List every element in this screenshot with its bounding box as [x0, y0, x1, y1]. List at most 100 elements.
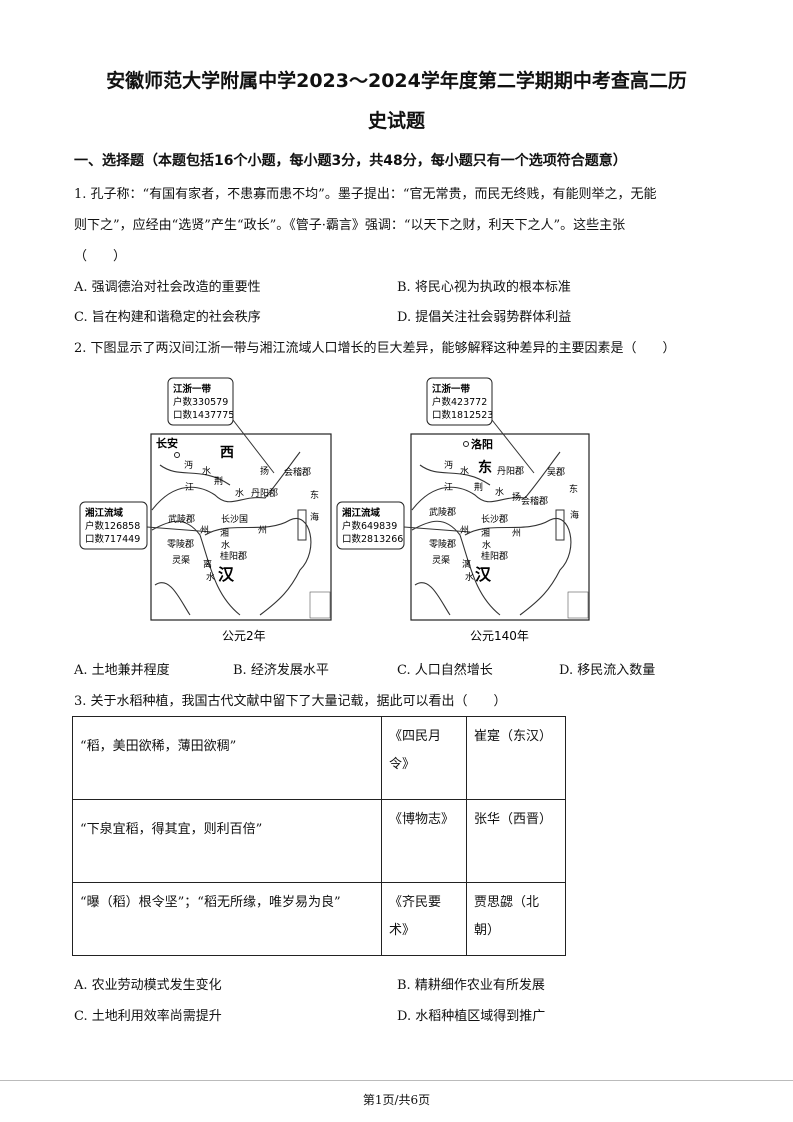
table-cell-source: 《博物志》 [381, 799, 467, 883]
section-heading: 一、选择题（本题包括16个小题，每小题3分，共48分，每小题只有一个选项符合题意… [74, 153, 627, 169]
map-140ad: 江浙一带 户数423772 口数1812523 湘江流域 户数649839 口数… [336, 377, 590, 643]
map1-place: 长沙国 [221, 513, 248, 525]
table-cell-quote: “曝（稻）根令坚”；“稻无所缘，唯岁易为良” [72, 882, 382, 956]
map2-place: 长沙郡 [481, 513, 508, 525]
q1-stem-line1: 1. 孔子称：“有国有家者，不患寡而患不均”。墨子提出：“官无常贵，而民无终贱，… [74, 187, 657, 202]
map2-label: 江 [444, 482, 453, 493]
map2-label: 水 [495, 486, 504, 498]
q2-option-c: C. 人口自然增长 [397, 663, 493, 678]
q2-option-b: B. 经济发展水平 [233, 663, 329, 678]
map1-dynasty-2: 汉 [218, 565, 235, 584]
map1-label: 水 [221, 539, 230, 551]
table-row: “下泉宜稻，得其宜，则利百倍” 《博物志》 张华（西晋） [72, 799, 566, 883]
map1-place: 武陵郡 [168, 513, 195, 525]
map1-label: 东 [310, 489, 319, 501]
map2-label: 湘 [481, 527, 490, 539]
q3-stem: 3. 关于水稻种植，我国古代文献中留下了大量记载，据此可以看出（ ） [74, 694, 507, 709]
map2-label: 州 [460, 525, 469, 536]
map2-label: 沔 [444, 460, 453, 471]
map2-xj-title: 湘江流域 [342, 507, 381, 519]
map2-label: 东 [569, 483, 578, 495]
q1-stem-line3: （ ） [74, 249, 127, 264]
map2-label: 水 [482, 539, 491, 551]
map1-label: 州 [258, 525, 267, 536]
q3-table: “稻，美田欲稀，薄田欲稠” 《四民月令》 崔寔（东汉） “下泉宜稻，得其宜，则利… [72, 716, 566, 956]
map1-xj-title: 湘江流域 [85, 507, 124, 519]
map1-label: 离 [203, 558, 212, 570]
map1-label: 水 [206, 571, 215, 583]
table-row: “曝（稻）根令坚”；“稻无所缘，唯岁易为良” 《齐民要术》 贾思勰（北朝） [72, 882, 566, 956]
map2-jz-households: 户数423772 [432, 396, 487, 408]
table-cell-author: 贾思勰（北朝） [466, 882, 566, 956]
map2-dynasty-2: 汉 [475, 565, 492, 584]
map2-label: 水 [460, 465, 469, 477]
q1-stem-line2: 则下之”，应经由“选贤”产生“政长”。《管子·霸言》强调：“以天下之财，利天下之… [74, 218, 626, 233]
map1-caption: 公元2年 [222, 629, 266, 643]
map2-label: 海 [570, 509, 579, 521]
q3-option-a: A. 农业劳动模式发生变化 [74, 978, 222, 993]
map2-caption: 公元140年 [470, 629, 529, 643]
map2-jz-population: 口数1812523 [432, 409, 493, 421]
q1-option-d: D. 提倡关注社会弱势群体利益 [397, 310, 572, 325]
q1-option-c: C. 旨在构建和谐稳定的社会秩序 [74, 310, 261, 325]
map2-place: 武陵郡 [429, 506, 456, 518]
map1-label: 州 [200, 525, 209, 536]
map2-jz-title: 江浙一带 [432, 383, 471, 395]
table-cell-source: 《齐民要术》 [381, 882, 467, 956]
map2-capital: 洛阳 [471, 437, 493, 451]
map1-label: 扬 [260, 465, 269, 477]
exam-title-line2: 史试题 [367, 110, 425, 132]
map1-label: 湘 [220, 527, 229, 539]
q3-option-b: B. 精耕细作农业有所发展 [397, 978, 545, 993]
map2-dynasty-1: 东 [478, 459, 492, 476]
q1-option-a: A. 强调德治对社会改造的重要性 [74, 280, 261, 295]
map1-jz-population: 口数1437775 [173, 409, 234, 421]
table-row: “稻，美田欲稀，薄田欲稠” 《四民月令》 崔寔（东汉） [72, 716, 566, 800]
map1-place: 桂阳郡 [220, 550, 247, 562]
map-2ad: 江浙一带 户数330579 口数1437775 湘江流域 户数126858 口数… [79, 377, 332, 643]
map1-place: 灵渠 [172, 554, 190, 566]
map1-label: 海 [310, 511, 319, 523]
map2-place: 灵渠 [432, 554, 450, 566]
map2-label: 扬 [512, 491, 521, 503]
page-footer: 第1页/共6页 [362, 1093, 431, 1107]
map2-label: 州 [512, 528, 521, 539]
map2-place: 桂阳郡 [481, 550, 508, 562]
map2-place: 会稽郡 [521, 495, 548, 507]
map2-place: 吴郡 [547, 467, 565, 478]
map1-label: 江 [185, 482, 194, 493]
footer-divider [0, 1080, 793, 1081]
map1-xj-households: 户数126858 [85, 520, 140, 532]
q2-maps: 江浙一带 户数330579 口数1437775 湘江流域 户数126858 口数… [79, 377, 590, 643]
map2-label: 漓 [462, 558, 471, 570]
q3-option-c: C. 土地利用效率尚需提升 [74, 1009, 222, 1024]
map1-dynasty-1: 西 [220, 445, 234, 461]
table-cell-author: 张华（西晋） [466, 799, 566, 883]
map2-xj-households: 户数649839 [342, 520, 397, 532]
map2-place: 丹阳郡 [497, 466, 524, 477]
q2-option-a: A. 土地兼并程度 [74, 663, 170, 678]
q2-option-d: D. 移民流入数量 [559, 663, 656, 678]
table-cell-source: 《四民月令》 [381, 716, 467, 800]
map1-jz-households: 户数330579 [173, 396, 228, 408]
map1-jz-title: 江浙一带 [173, 383, 212, 395]
q1-option-b: B. 将民心视为执政的根本标准 [397, 280, 571, 295]
table-cell-author: 崔寔（东汉） [466, 716, 566, 800]
map2-label: 荆 [474, 481, 483, 493]
map2-place: 零陵郡 [429, 539, 456, 550]
map1-place: 会稽郡 [284, 466, 311, 478]
map1-capital: 长安 [156, 436, 178, 450]
map2-xj-population: 口数2813266 [342, 533, 403, 545]
map1-xj-population: 口数717449 [85, 533, 140, 545]
table-cell-quote: “下泉宜稻，得其宜，则利百倍” [72, 799, 382, 883]
map1-label: 水 [202, 465, 211, 477]
map1-place: 零陵郡 [167, 539, 194, 550]
table-cell-quote: “稻，美田欲稀，薄田欲稠” [72, 716, 382, 800]
map1-place: 丹阳郡 [251, 488, 278, 499]
q3-option-d: D. 水稻种植区域得到推广 [397, 1009, 546, 1024]
map1-label: 水 [235, 487, 244, 499]
q2-stem: 2. 下图显示了两汉间江浙一带与湘江流域人口增长的巨大差异，能够解释这种差异的主… [74, 341, 676, 356]
map1-label: 沔 [184, 460, 193, 471]
map1-label: 荆 [214, 475, 223, 487]
